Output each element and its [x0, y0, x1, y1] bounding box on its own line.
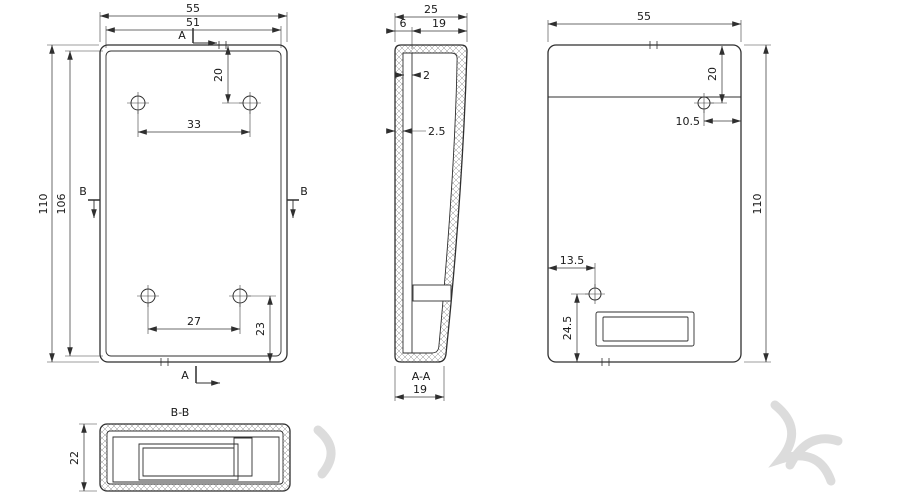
dim-label-hole-bottom-offset: 23	[254, 322, 267, 336]
front-edge-marks	[160, 41, 227, 366]
section-a-cut-ticks	[192, 28, 197, 383]
dim-label-hole-top-spacing: 33	[187, 118, 201, 131]
dim-label-wall-top: 2	[423, 69, 430, 82]
dim-label-back-hole-edge-offset: 10.5	[676, 115, 701, 128]
back-slot-inner	[602, 316, 689, 342]
section-b-label-left: B	[79, 185, 87, 198]
dim-label-bottom-depth: 19	[413, 383, 427, 396]
dim-label-inner-depth: 19	[432, 17, 446, 30]
back-extension-lines	[547, 20, 771, 363]
dim-label-hole-top-offset: 20	[212, 68, 225, 82]
section-b-label-right: B	[300, 185, 308, 198]
front-view: 55 51 110 106 20 33 27 23 A A B B	[37, 2, 308, 386]
back-view: 55 110 20 10.5 13.5 24.5	[547, 10, 771, 366]
dim-label-back-hole-top-offset: 20	[706, 67, 719, 81]
dim-label-hole-bottom-spacing: 27	[187, 315, 201, 328]
dim-label-back-hole-bottom-edge: 13.5	[560, 254, 585, 267]
dim-label-back-width: 55	[637, 10, 651, 23]
section-aa-title: A-A	[412, 370, 431, 383]
section-bb-title: B-B	[171, 406, 190, 419]
back-outline	[547, 44, 742, 363]
hole-centerlines	[127, 92, 261, 307]
dim-label-back-height: 110	[751, 194, 764, 215]
dim-label-wall-front: 2.5	[428, 125, 446, 138]
dim-label-front-width-inner: 51	[186, 16, 200, 29]
dim-label-front-width-outer: 55	[186, 2, 200, 15]
front-extension-lines	[47, 12, 288, 363]
section-bb-view: B-B 22	[68, 406, 291, 492]
section-aa-view: 25 6 19 2 2.5 A-A 19	[386, 3, 468, 401]
section-aa-slot-opening	[412, 284, 452, 302]
section-bb-extension-lines	[79, 423, 97, 492]
section-aa-extension-lines	[394, 13, 468, 401]
section-aa-cavity	[402, 52, 458, 354]
dim-label-lip-depth: 6	[400, 17, 407, 30]
dim-label-back-slot-offset: 24.5	[561, 316, 574, 341]
front-outer-outline	[99, 44, 288, 363]
section-bb-internal-details	[112, 436, 280, 483]
section-a-label-top: A	[178, 29, 186, 42]
back-hole-centerlines	[585, 93, 714, 304]
dim-label-front-height-inner: 106	[55, 194, 68, 215]
front-inner-outline	[105, 50, 282, 357]
dim-label-bb-depth: 22	[68, 451, 81, 465]
back-edge-marks	[601, 41, 658, 366]
section-a-label-bottom: A	[181, 369, 189, 382]
dim-label-front-height-outer: 110	[37, 194, 50, 215]
back-slot-outer	[595, 311, 695, 347]
dim-label-depth-outer: 25	[424, 3, 438, 16]
